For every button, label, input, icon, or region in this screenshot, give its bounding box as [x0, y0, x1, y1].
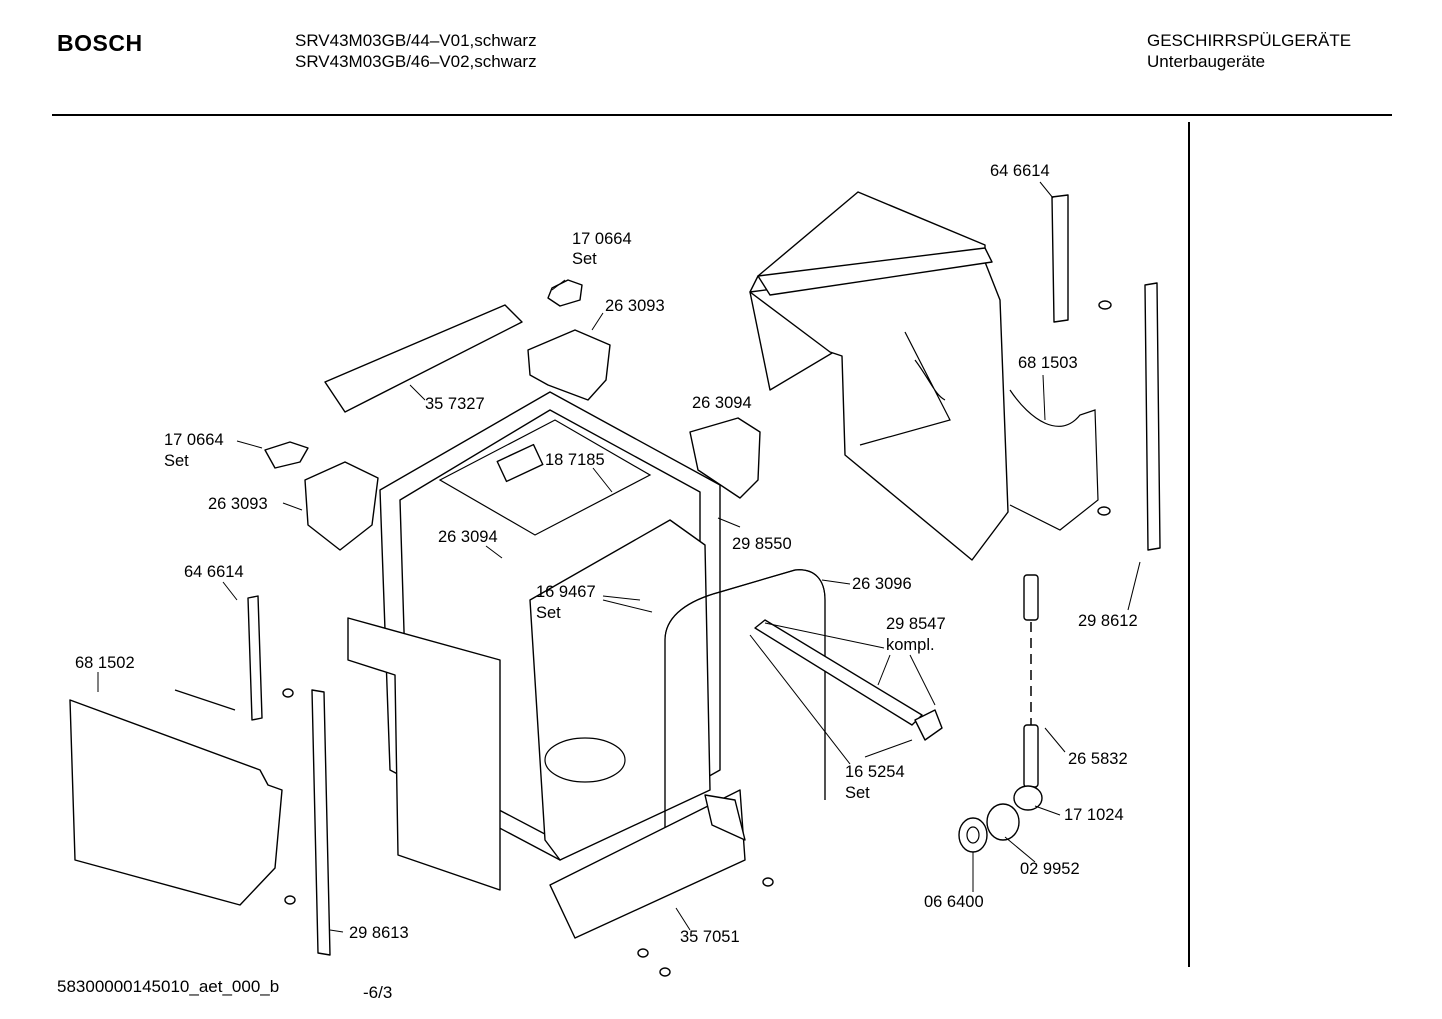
part-label-357051: 35 7051 — [680, 928, 740, 946]
part-label-170664-left: 17 0664 — [164, 431, 224, 449]
page-number: -6/3 — [363, 983, 393, 1002]
kick-panel — [549, 789, 746, 939]
top-cover-panel — [749, 191, 1099, 561]
left-trim-strips — [247, 595, 331, 956]
part-label-298612: 29 8612 — [1078, 612, 1138, 630]
part-label-187185: 18 7185 — [545, 451, 605, 469]
category-title: GESCHIRRSPÜLGERÄTE — [1147, 31, 1352, 50]
part-label-646614-top: 64 6614 — [990, 162, 1050, 180]
front-side-panel — [347, 617, 501, 891]
header-divider — [52, 114, 1392, 116]
door-seal — [664, 569, 826, 880]
leader-lines — [97, 181, 1141, 933]
part-label-165254: 16 5254 — [845, 763, 905, 781]
side-panel-left — [69, 689, 283, 906]
part-label-263093-left: 26 3093 — [208, 495, 268, 513]
document-id: 58300000145010_aet_000_b — [57, 977, 280, 996]
part-label-set-165254: Set — [845, 784, 870, 802]
subcategory-title: Unterbaugeräte — [1147, 52, 1266, 71]
part-label-298547: 29 8547 — [886, 615, 946, 633]
part-label-set-170664-left: Set — [164, 452, 189, 470]
part-label-357327: 35 7327 — [425, 395, 485, 413]
part-label-029952: 02 9952 — [1020, 860, 1080, 878]
screws — [282, 688, 774, 977]
model-number-2: SRV43M03GB/46–V02,schwarz — [295, 52, 537, 71]
part-label-171024: 17 1024 — [1064, 806, 1124, 824]
water-fittings — [958, 574, 1043, 853]
model-number-1: SRV43M03GB/44–V01,schwarz — [295, 31, 537, 50]
part-label-set-169467: Set — [536, 604, 561, 622]
side-divider — [1188, 122, 1190, 967]
part-label-170664-top: 17 0664 — [572, 230, 632, 248]
part-label-263094-left: 26 3094 — [438, 528, 498, 546]
part-label-646614-left: 64 6614 — [184, 563, 244, 581]
cross-bar — [754, 619, 943, 741]
part-label-681503: 68 1503 — [1018, 354, 1078, 372]
hinge-brackets — [264, 279, 583, 469]
part-label-263093-top: 26 3093 — [605, 297, 665, 315]
part-label-263094-right: 26 3094 — [692, 394, 752, 412]
part-label-169467: 16 9467 — [536, 583, 596, 601]
part-label-265832: 26 5832 — [1068, 750, 1128, 768]
part-label-set-170664-top: Set — [572, 250, 597, 268]
part-label-298550: 29 8550 — [732, 535, 792, 553]
part-label-681502: 68 1502 — [75, 654, 135, 672]
side-trim-strips — [1051, 194, 1161, 551]
brand-logo: BOSCH — [57, 30, 143, 56]
worktop-strip — [324, 304, 523, 413]
part-label-kompl: kompl. — [886, 636, 935, 654]
part-label-066400: 06 6400 — [924, 893, 984, 911]
part-label-298613: 29 8613 — [349, 924, 409, 942]
part-label-263096: 26 3096 — [852, 575, 912, 593]
